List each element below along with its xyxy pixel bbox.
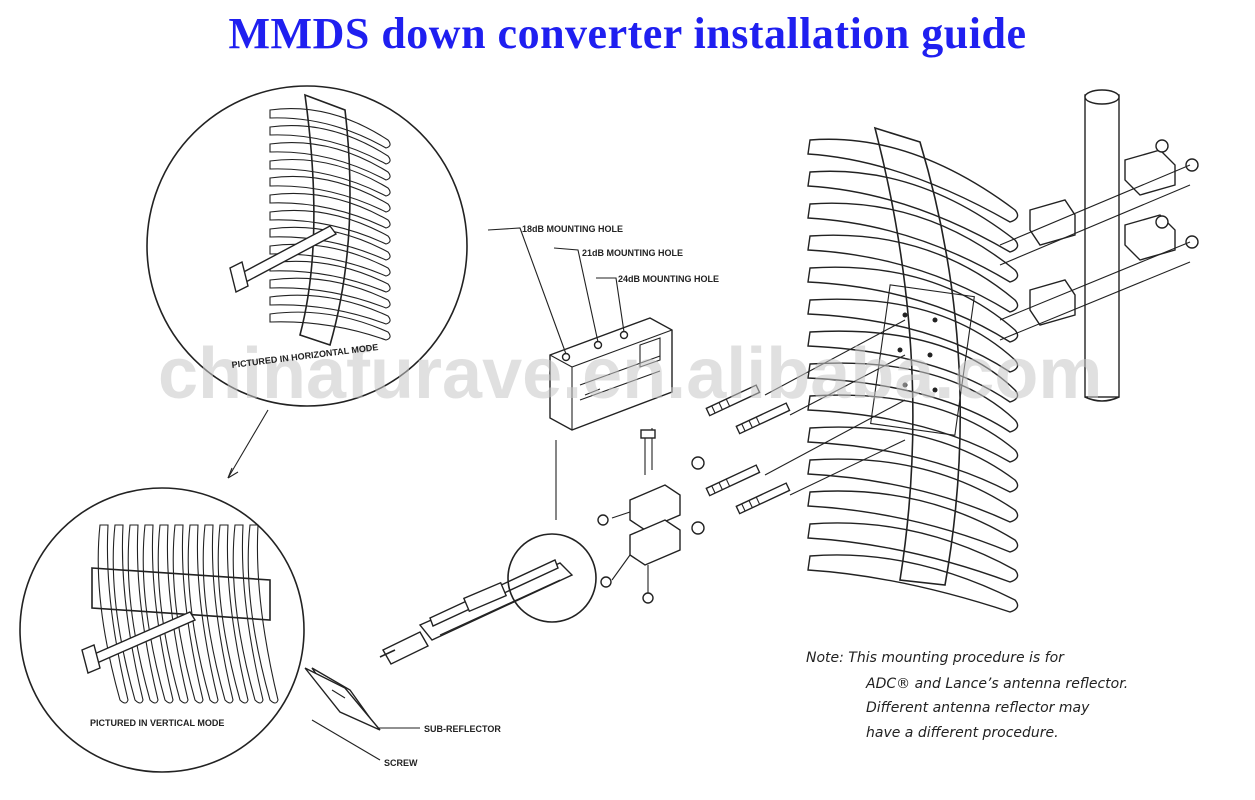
mounting-bolts bbox=[705, 319, 906, 515]
note-line-4: have a different procedure. bbox=[866, 725, 1059, 741]
label-vertical-mode: PICTURED IN VERTICAL MODE bbox=[90, 718, 224, 728]
down-converter-feed bbox=[379, 559, 574, 665]
label-sub-reflector: SUB-REFLECTOR bbox=[424, 724, 501, 734]
mast-clamps bbox=[999, 139, 1199, 341]
grid-reflector bbox=[807, 126, 1019, 613]
watermark: chinafurave.en.alibaba.com bbox=[158, 334, 1102, 414]
horizontal-mode-detail bbox=[146, 85, 468, 479]
mast-pole bbox=[1084, 89, 1120, 402]
label-21db-hole: 21dB MOUNTING HOLE bbox=[582, 248, 683, 258]
label-24db-hole: 24dB MOUNTING HOLE bbox=[618, 274, 719, 284]
label-screw: SCREW bbox=[384, 758, 418, 768]
note-line-1: Note: This mounting procedure is for bbox=[806, 650, 1065, 666]
note-line-3: Different antenna reflector may bbox=[866, 700, 1090, 716]
clip-brackets bbox=[597, 428, 705, 604]
note-line-2: ADC® and Lance’s antenna reflector. bbox=[865, 676, 1128, 692]
hole-leaders bbox=[487, 227, 625, 520]
vertical-mode-detail bbox=[19, 487, 305, 773]
sub-reflector bbox=[304, 667, 420, 761]
page-title: MMDS down converter installation guide bbox=[228, 9, 1027, 58]
feed-detail-circle bbox=[507, 533, 597, 623]
mounting-bracket bbox=[549, 317, 673, 431]
label-18db-hole: 18dB MOUNTING HOLE bbox=[522, 224, 623, 234]
mounting-note: Note: This mounting procedure is for ADC… bbox=[806, 650, 1128, 741]
